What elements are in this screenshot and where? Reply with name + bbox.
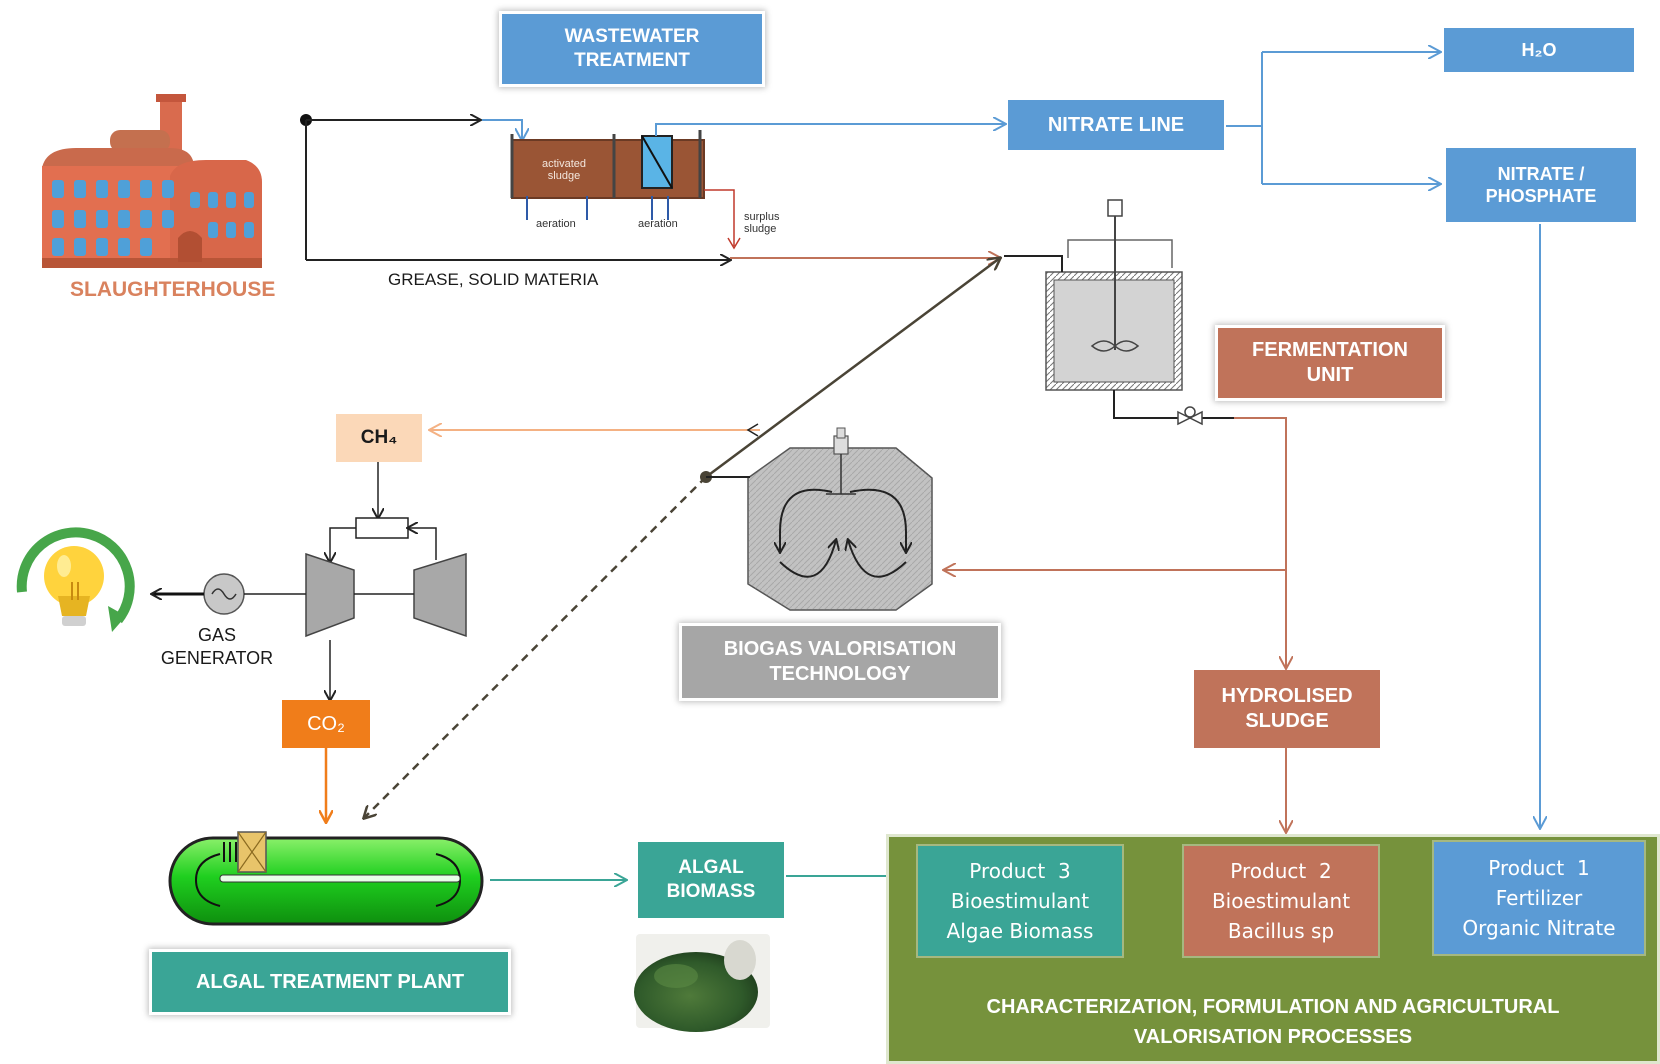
- hydrolised-sludge-box: HYDROLISED SLUDGE: [1194, 670, 1380, 748]
- digester-icon: [747, 427, 933, 611]
- algal-biomass-box: ALGAL BIOMASS: [638, 842, 784, 918]
- biogas-return-lines: [364, 258, 1000, 818]
- aeration-label-2: aeration: [638, 218, 678, 230]
- nitrate-phosphate-label: NITRATE / PHOSPHATE: [1485, 163, 1597, 207]
- factory-icon: [42, 94, 262, 268]
- fermenter-icon: [1004, 199, 1234, 426]
- fermentation-unit-label: FERMENTATION UNIT: [1252, 339, 1408, 386]
- aeration-label-1: aeration: [536, 218, 576, 230]
- lightbulb-icon: [16, 527, 135, 632]
- nitrate-phosphate-box: NITRATE / PHOSPHATE: [1446, 148, 1636, 222]
- product-1-label: Product 1 Fertilizer Organic Nitrate: [1462, 856, 1616, 940]
- algal-treatment-plant-box: ALGAL TREATMENT PLANT: [152, 952, 508, 1012]
- algal-treatment-plant-label: ALGAL TREATMENT PLANT: [195, 970, 465, 993]
- activated-sludge-tank-icon: [482, 119, 741, 250]
- surplus-sludge-label: surplus sludge: [744, 211, 780, 235]
- wastewater-treatment-label: WASTEWATER TREATMENT: [564, 26, 700, 71]
- nitrate-line-arrow: [655, 124, 1005, 136]
- product-2-box: Product 2 Bioestimulant Bacillus sp: [1184, 846, 1378, 956]
- nitrate-line-label: NITRATE LINE: [1047, 113, 1185, 136]
- product-3-box: Product 3 Bioestimulant Algae Biomass: [918, 846, 1122, 956]
- slaughterhouse-flow-lines: [300, 114, 730, 260]
- product-3-label: Product 3 Bioestimulant Algae Biomass: [946, 859, 1094, 943]
- wastewater-treatment-box: WASTEWATER TREATMENT: [502, 14, 762, 84]
- h2o-label: H₂O: [1521, 39, 1557, 60]
- nitrate-split-arrows: [1226, 52, 1540, 828]
- ch4-label: CH₄: [360, 427, 398, 449]
- co2-label: CO₂: [307, 712, 345, 735]
- gas-turbine-icon: [305, 462, 467, 700]
- h2o-box: H₂O: [1444, 28, 1634, 72]
- hydrolised-sludge-label: HYDROLISED SLUDGE: [1221, 685, 1353, 732]
- characterization-label: CHARACTERIZATION, FORMULATION AND AGRICU…: [986, 996, 1560, 1048]
- algae-reactor-icon: [168, 831, 484, 926]
- hydrolysed-flow-arrows: [944, 417, 1286, 832]
- algal-biomass-label: ALGAL BIOMASS: [666, 857, 756, 902]
- biogas-valorisation-box: BIOGAS VALORISATION TECHNOLOGY: [682, 626, 998, 698]
- gas-generator-label: GAS GENERATOR: [160, 625, 274, 669]
- product-1-box: Product 1 Fertilizer Organic Nitrate: [1434, 842, 1644, 954]
- ch4-box: CH₄: [336, 414, 422, 462]
- co2-box: CO₂: [282, 700, 370, 748]
- biogas-valorisation-label: BIOGAS VALORISATION TECHNOLOGY: [723, 638, 957, 685]
- activated-sludge-label: activated sludge: [541, 158, 587, 183]
- grease-label: GREASE, SOLID MATERIA: [388, 270, 599, 289]
- fermentation-unit-box: FERMENTATION UNIT: [1218, 328, 1442, 398]
- algae-powder-icon: [634, 934, 770, 1032]
- slaughterhouse-label: SLAUGHTERHOUSE: [70, 278, 276, 301]
- gas-generator-icon: [152, 573, 306, 615]
- nitrate-line-box: NITRATE LINE: [1008, 100, 1224, 150]
- product-2-label: Product 2 Bioestimulant Bacillus sp: [1211, 859, 1351, 943]
